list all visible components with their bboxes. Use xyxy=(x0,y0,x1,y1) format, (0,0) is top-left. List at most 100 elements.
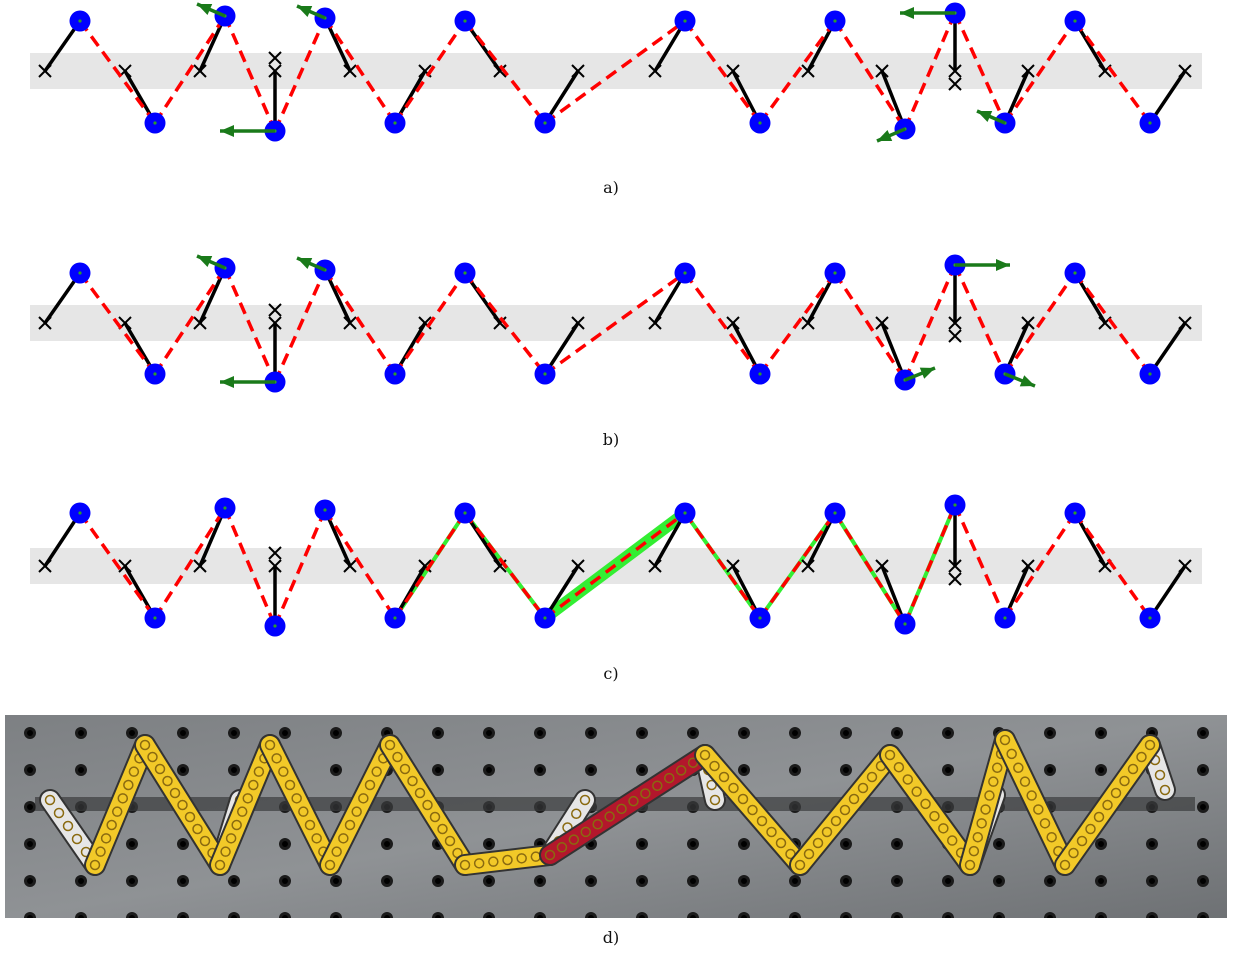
beam-hole xyxy=(848,793,860,805)
beam-hole xyxy=(839,804,851,816)
joint-center xyxy=(78,271,82,275)
joint-center xyxy=(1073,271,1077,275)
joint-center xyxy=(833,271,837,275)
beam-hole xyxy=(192,823,203,835)
dashed-link xyxy=(758,19,837,125)
pivot-marker xyxy=(268,64,282,78)
beam-hole xyxy=(1013,762,1024,774)
dashed-link xyxy=(223,15,277,132)
beam-hole xyxy=(821,826,833,838)
beam-hole xyxy=(53,807,65,819)
caption-b: b) xyxy=(602,430,620,449)
joint-center xyxy=(543,372,547,376)
beam-hole xyxy=(747,804,758,816)
pivot-marker xyxy=(1178,559,1192,573)
pivot-marker xyxy=(268,303,282,317)
joint-center xyxy=(683,511,687,515)
beam-hole xyxy=(71,833,83,845)
yellow-link xyxy=(996,731,1074,874)
yellow-link xyxy=(261,736,339,874)
dashed-link xyxy=(543,271,687,376)
pivot-marker xyxy=(648,559,662,573)
beam-hole xyxy=(1026,790,1037,801)
dashed-link xyxy=(323,269,397,375)
dashed-link xyxy=(273,17,327,132)
beam-hole xyxy=(571,808,582,819)
beam-hole xyxy=(1159,784,1171,796)
beam-hole xyxy=(139,739,151,751)
joint-center xyxy=(758,372,762,376)
beam-hole xyxy=(675,765,687,776)
pivot-marker xyxy=(726,559,740,573)
joint-center xyxy=(393,616,397,620)
joint-center xyxy=(153,372,157,376)
lego-linkage-photo xyxy=(5,715,1227,918)
red-link xyxy=(541,746,714,864)
beam-hole xyxy=(199,835,211,847)
beam-hole xyxy=(429,811,441,823)
joint-center xyxy=(393,121,397,125)
pivot-marker xyxy=(571,559,585,573)
beam-hole xyxy=(236,806,248,817)
beam-hole xyxy=(123,779,134,791)
pivot-marker xyxy=(948,316,962,330)
beam-hole xyxy=(162,775,173,787)
beam-hole xyxy=(652,780,663,792)
joint-center xyxy=(1148,372,1152,376)
pivot-marker xyxy=(648,64,662,78)
beam-hole xyxy=(100,833,112,844)
pivot-marker xyxy=(1021,316,1035,330)
pivot-marker xyxy=(948,64,962,78)
dashed-link xyxy=(953,12,1007,124)
pivot-marker xyxy=(875,64,889,78)
beam-hole xyxy=(414,787,426,799)
panel-c xyxy=(30,494,1202,637)
dashed-link xyxy=(543,511,687,620)
beam-hole xyxy=(628,795,639,807)
beam-hole xyxy=(242,793,254,804)
yellow-link xyxy=(456,846,559,874)
pivot-marker xyxy=(268,559,282,573)
beam-hole xyxy=(459,859,471,871)
joint-center xyxy=(153,121,157,125)
joint-center xyxy=(78,511,82,515)
yellow-link xyxy=(961,731,1014,874)
beam-hole xyxy=(437,823,448,835)
pivot-marker xyxy=(38,316,52,330)
dashed-link xyxy=(463,19,547,125)
pivot-marker xyxy=(648,316,662,330)
beam-hole xyxy=(95,846,106,857)
beam-hole xyxy=(344,819,356,831)
dashed-link xyxy=(153,507,227,619)
dashed-link xyxy=(903,504,957,625)
beam-hole xyxy=(929,810,940,822)
beam-hole xyxy=(592,818,603,830)
beam-hole xyxy=(699,749,711,761)
beam-hole xyxy=(264,739,276,751)
pivot-marker xyxy=(268,316,282,330)
beam-hole xyxy=(756,815,768,827)
dashed-link xyxy=(833,20,907,130)
pivot-marker xyxy=(118,559,132,573)
pivot-marker xyxy=(571,316,585,330)
beam-hole xyxy=(147,751,158,763)
beam-hole xyxy=(364,779,376,791)
dashed-link xyxy=(903,264,957,381)
joint-center xyxy=(393,372,397,376)
panel-b xyxy=(30,254,1202,393)
pivot-marker xyxy=(948,559,962,573)
dashed-link xyxy=(1073,511,1152,620)
beam-hole xyxy=(999,734,1011,746)
dashed-link xyxy=(1073,271,1152,376)
dashed-link xyxy=(683,271,762,376)
beam-hole xyxy=(1019,776,1031,787)
dashed-link xyxy=(393,20,467,124)
pivot-marker xyxy=(875,316,889,330)
pivot-marker xyxy=(948,77,962,91)
beam-hole xyxy=(1119,775,1130,787)
beam-hole xyxy=(737,793,749,805)
white-link xyxy=(41,791,104,874)
beam-hole xyxy=(579,794,591,806)
yellow-link xyxy=(211,736,279,874)
beam-hole xyxy=(384,739,396,751)
